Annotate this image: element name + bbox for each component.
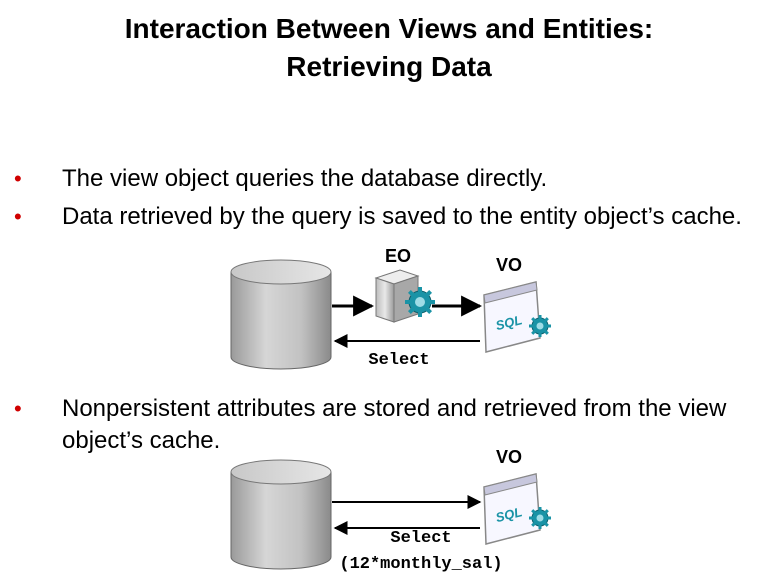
bullet-item-3: • Nonpersistent attributes are stored an… (14, 393, 754, 457)
vo-label: VO (496, 255, 522, 275)
database-cylinder-2 (230, 459, 332, 570)
sql-label: SQL (494, 312, 524, 333)
view-object-window-2: SQL (483, 473, 541, 545)
select-label: Select (368, 351, 429, 370)
bullet-dot-icon: • (14, 166, 22, 191)
eo-label: EO (385, 246, 411, 266)
gear-icon (529, 315, 551, 337)
title-line-1: Interaction Between Views and Entities: (124, 13, 654, 44)
bullet-text-1: The view object queries the database dir… (62, 165, 548, 192)
bullet-item-1: • The view object queries the database d… (14, 163, 754, 195)
gear-icon (529, 507, 551, 529)
title-line-2: Retrieving Data (286, 51, 492, 82)
select-expression-label: (12*monthly_sal) (339, 555, 502, 574)
database-cylinder-1 (230, 259, 332, 370)
bullet-dot-icon: • (14, 396, 22, 421)
select-label-2: Select (390, 529, 451, 548)
sql-label-2: SQL (494, 504, 524, 525)
view-object-window: SQL (483, 281, 541, 353)
slide-title: Interaction Between Views and Entities: … (0, 10, 778, 86)
gear-icon (405, 287, 435, 317)
bullet-dot-icon: • (14, 204, 22, 229)
bullet-item-2: • Data retrieved by the query is saved t… (14, 201, 754, 265)
bullet-text-2: Data retrieved by the query is saved to … (62, 203, 742, 230)
bullet-text-3: Nonpersistent attributes are stored and … (62, 395, 727, 454)
vo-label-2: VO (496, 447, 522, 467)
